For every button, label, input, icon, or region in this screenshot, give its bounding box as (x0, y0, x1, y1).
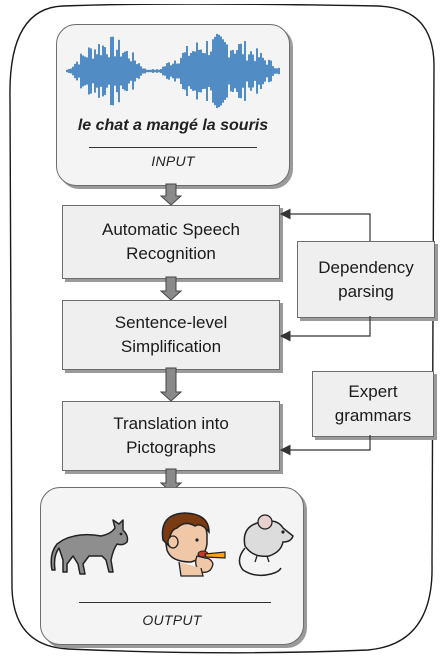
outer-frame (9, 4, 435, 654)
mouse-icon (238, 514, 294, 577)
translation-box: Translation into Pictographs (62, 401, 280, 471)
simplification-label-line-2: Simplification (120, 337, 222, 356)
output-box: OUTPUT (40, 487, 304, 645)
simplification-label-line-1: Sentence-level (114, 313, 228, 332)
translation-label-line-1: Translation into (113, 414, 229, 433)
output-divider (79, 602, 271, 603)
dependency-label-line-2: parsing (338, 281, 394, 301)
dependency-to-simplification-line (279, 316, 371, 342)
dependency-parsing-box: Dependency parsing (297, 241, 435, 318)
simplification-to-translation-arrow (159, 367, 183, 402)
asr-label-line-1: Automatic Speech (102, 220, 240, 239)
waveform-icon (66, 33, 280, 109)
expert-grammars-box: Expert grammars (312, 371, 434, 437)
input-caption: INPUT (151, 153, 195, 169)
cat-icon (50, 519, 129, 575)
dependency-label-line-1: Dependency (318, 257, 414, 277)
input-sentence: le chat a mangé la souris (77, 117, 269, 134)
asr-label-line-2: Recognition (126, 244, 216, 263)
grammars-label-line-1: Expert (348, 382, 398, 401)
input-box: le chat a mangé la souris INPUT (56, 24, 290, 186)
asr-to-simplification-arrow (159, 276, 183, 301)
translation-label-line-2: Pictographs (126, 438, 216, 457)
output-caption: OUTPUT (142, 612, 202, 628)
grammars-label-line-2: grammars (334, 406, 412, 425)
input-to-asr-arrow (159, 183, 183, 206)
grammars-to-translation-line (279, 435, 371, 456)
input-divider (89, 147, 257, 148)
person-eating-icon (161, 512, 226, 577)
dependency-to-asr-line (279, 208, 371, 241)
